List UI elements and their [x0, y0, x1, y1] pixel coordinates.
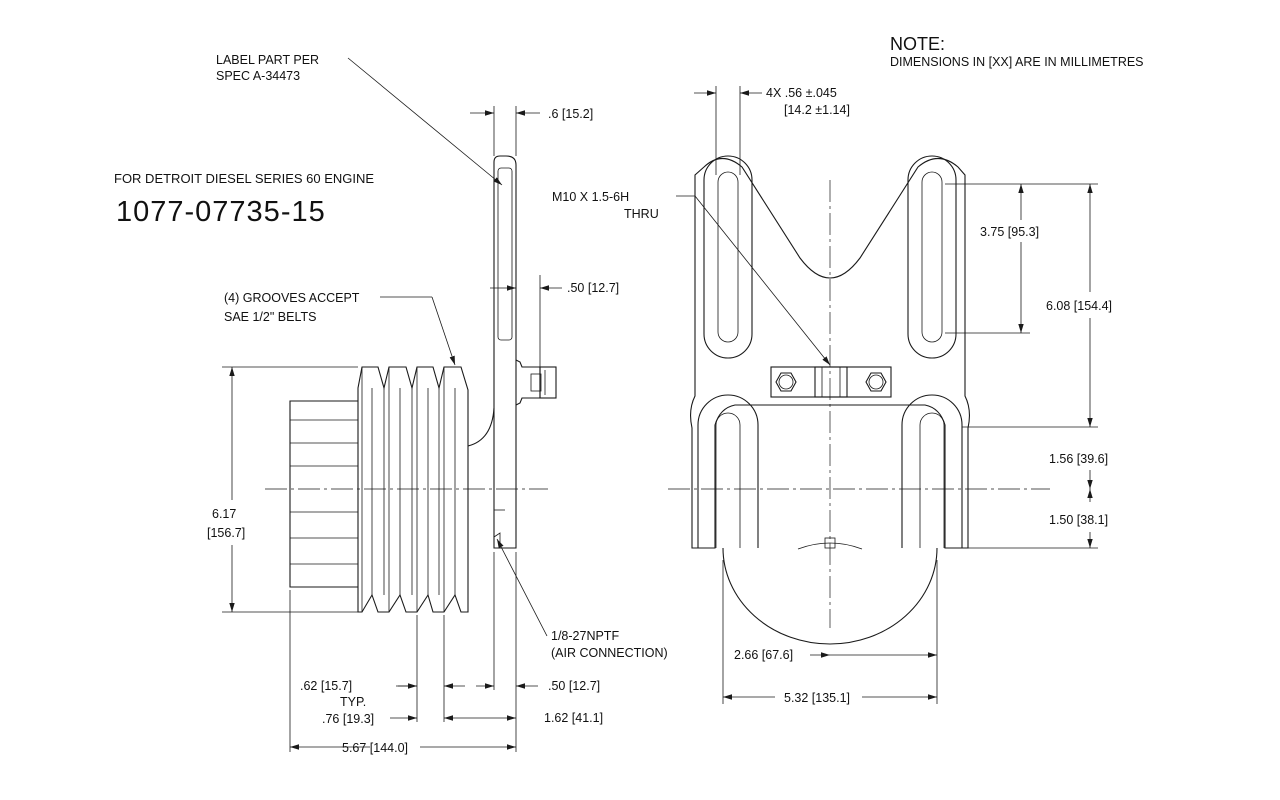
dim-156: 1.56 [39.6] — [1049, 452, 1108, 466]
dim-50-bottom: .50 [12.7] — [548, 679, 600, 693]
dim-6: .6 [15.2] — [548, 107, 593, 121]
dim-375: 3.75 [95.3] — [980, 225, 1039, 239]
note-text: DIMENSIONS IN [XX] ARE IN MILLIMETRES — [890, 55, 1144, 69]
thread-callout-line1: M10 X 1.5-6H — [552, 190, 629, 204]
side-view — [265, 155, 557, 613]
note-title: NOTE: — [890, 34, 945, 54]
dim-76: .76 [19.3] — [322, 712, 374, 726]
dim-4x-value: 4X .56 ±.045 — [766, 86, 837, 100]
typ-label: TYP. — [340, 695, 366, 709]
engine-label: FOR DETROIT DIESEL SERIES 60 ENGINE — [114, 171, 374, 186]
thread-callout-line2: THRU — [624, 207, 659, 221]
dim-62: .62 [15.7] — [300, 679, 352, 693]
part-number: 1077-07735-15 — [116, 196, 326, 228]
dim-4x-mm: [14.2 ±1.14] — [784, 103, 850, 117]
dim-266: 2.66 [67.6] — [734, 648, 793, 662]
air-callout-line1: 1/8-27NPTF — [551, 629, 619, 643]
label-spec-callout-line1: LABEL PART PER — [216, 53, 319, 67]
dim-617-mm: [156.7] — [207, 526, 245, 540]
dim-567: 5.67 [144.0] — [342, 741, 408, 755]
label-spec-callout-line2: SPEC A-34473 — [216, 69, 300, 83]
dimension-lines — [222, 57, 1098, 752]
dim-608: 6.08 [154.4] — [1046, 299, 1112, 313]
dim-162: 1.62 [41.1] — [544, 711, 603, 725]
dim-50-top: .50 [12.7] — [567, 281, 619, 295]
front-view — [668, 155, 1050, 645]
dim-532: 5.32 [135.1] — [784, 691, 850, 705]
grooves-callout-line2: SAE 1/2" BELTS — [224, 310, 316, 324]
grooves-callout-line1: (4) GROOVES ACCEPT — [224, 291, 360, 305]
dim-150: 1.50 [38.1] — [1049, 513, 1108, 527]
dim-617-value: 6.17 — [212, 507, 236, 521]
air-callout-line2: (AIR CONNECTION) — [551, 646, 668, 660]
